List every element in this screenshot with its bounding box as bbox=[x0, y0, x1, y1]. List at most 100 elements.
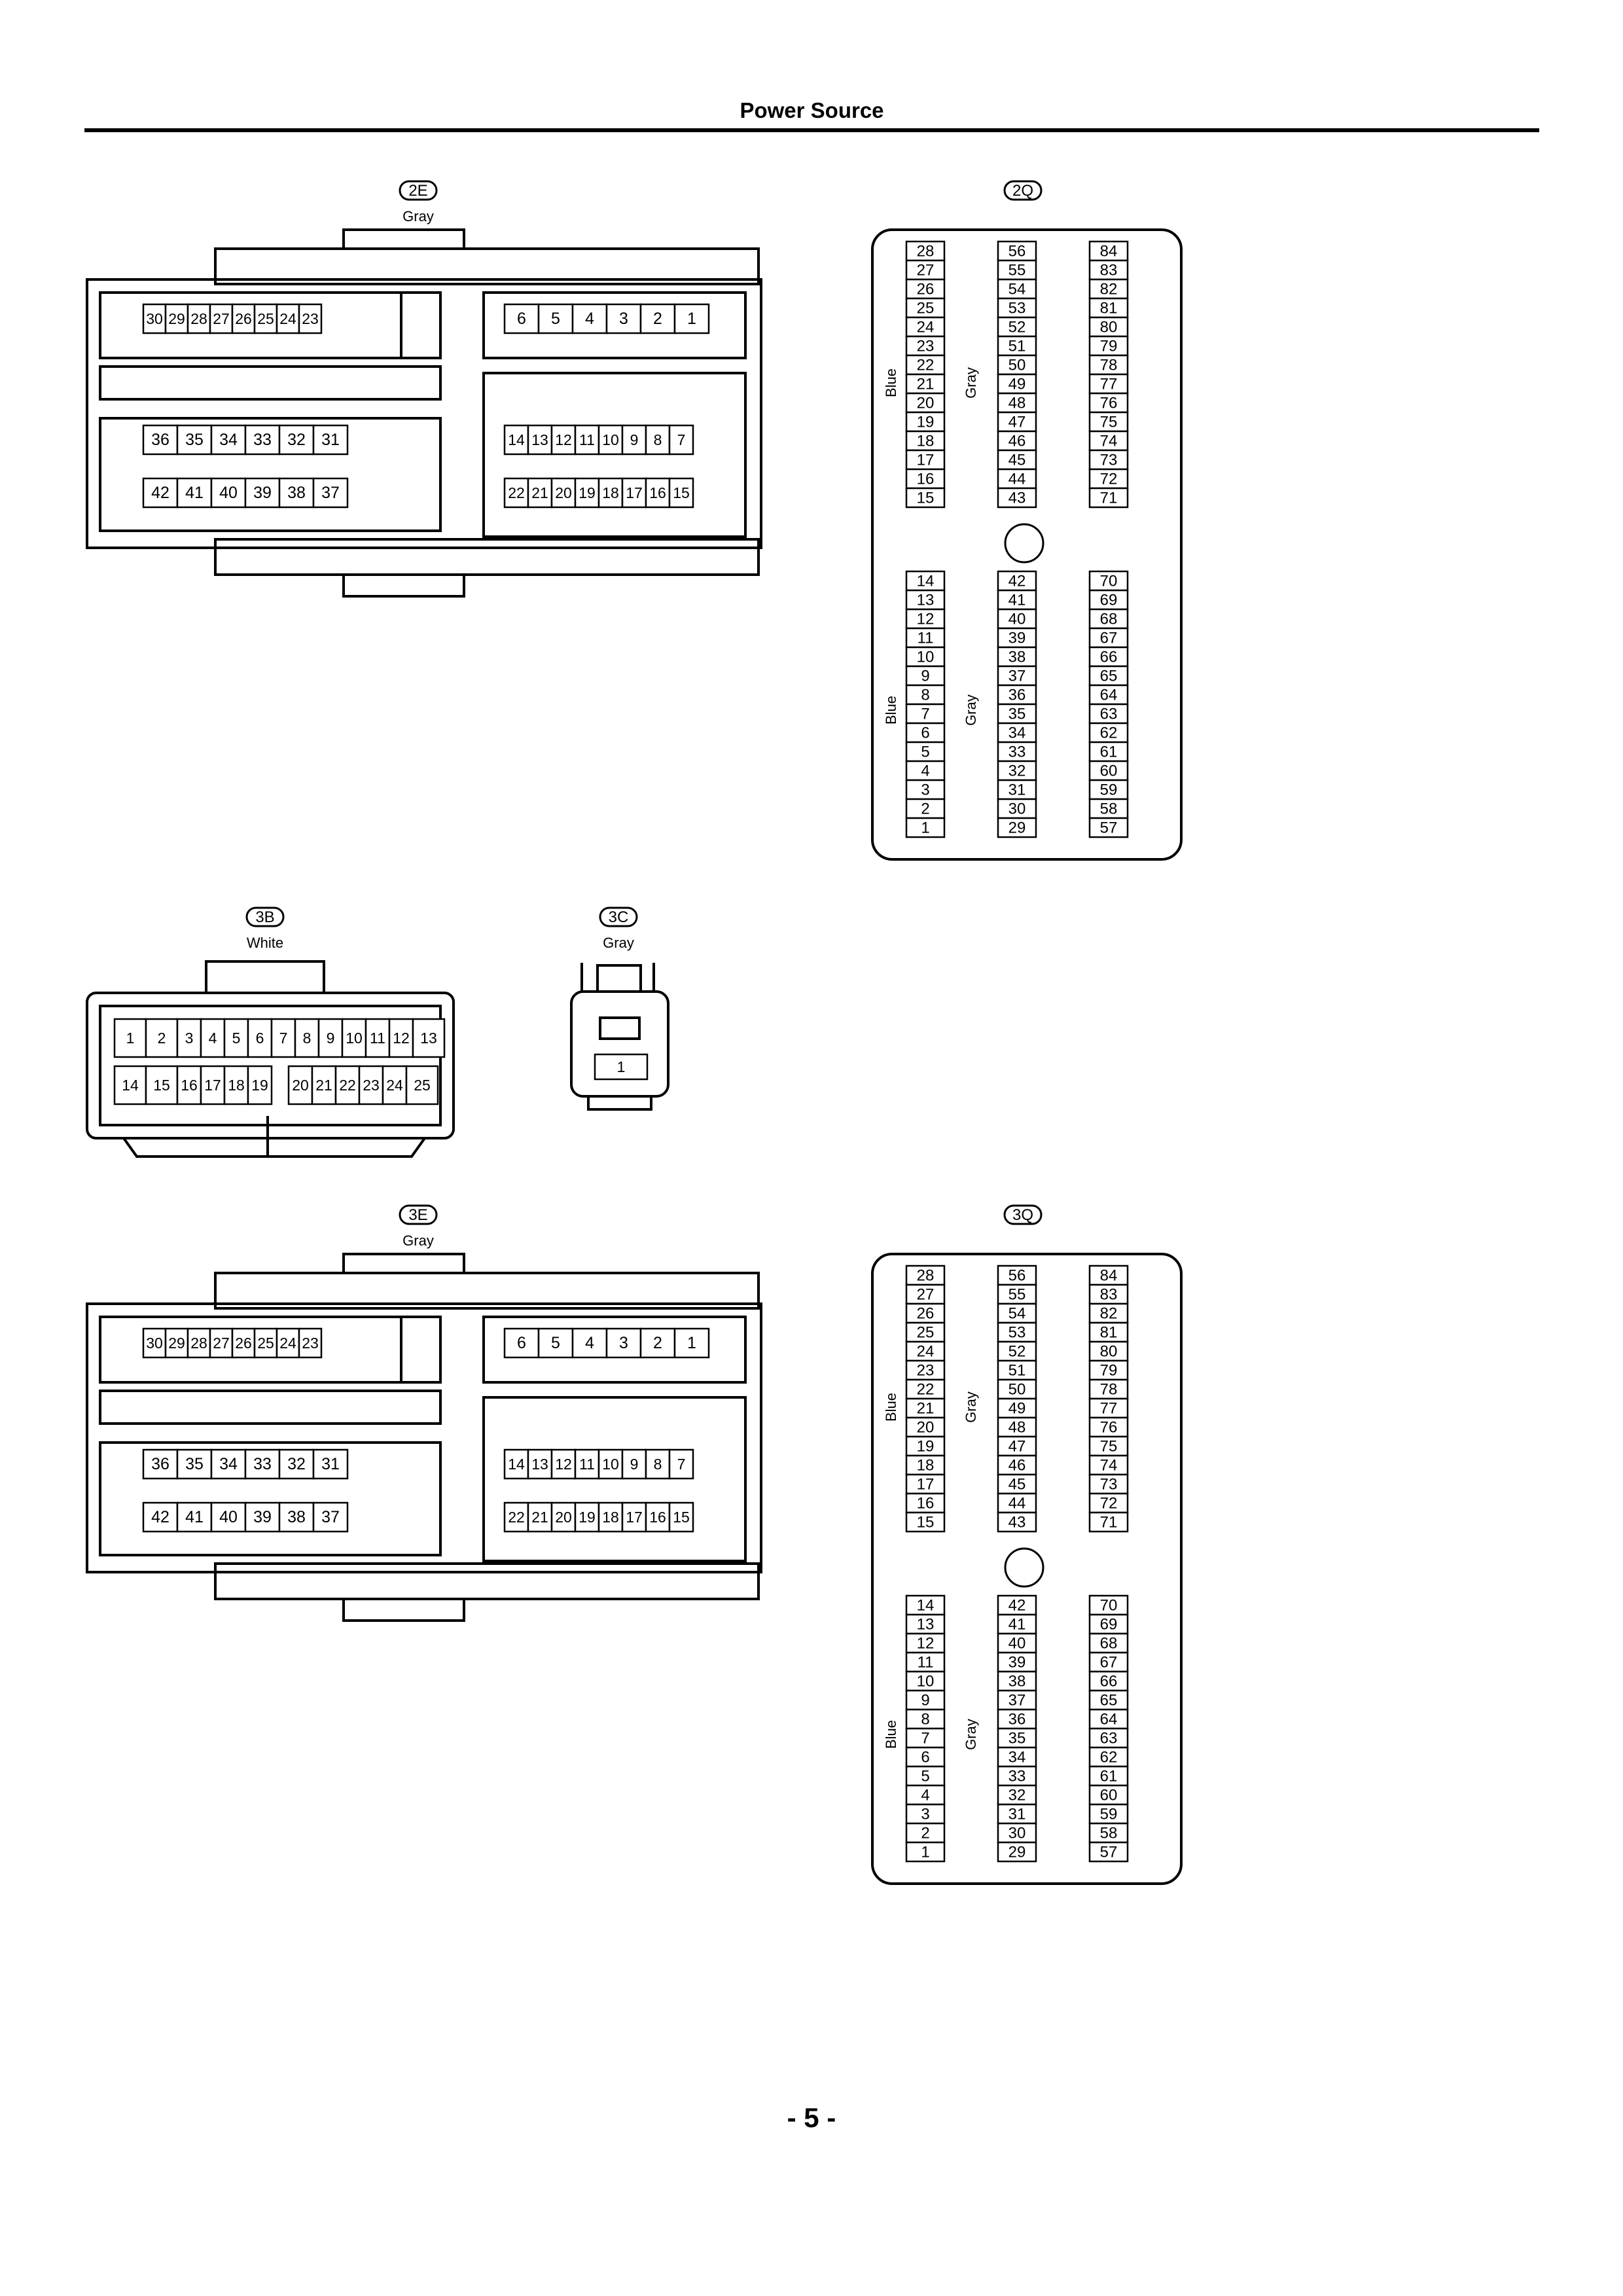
pin-number: 30 bbox=[1008, 1825, 1026, 1842]
pin-cavity bbox=[997, 316, 1037, 338]
pin-number: 36 bbox=[1008, 1711, 1026, 1729]
side-label: Gray bbox=[963, 1391, 979, 1423]
pin-number: 59 bbox=[1100, 781, 1118, 799]
pin-number: 41 bbox=[1008, 1616, 1026, 1634]
pin-number: 18 bbox=[228, 1077, 245, 1094]
pin-number: 83 bbox=[1100, 1286, 1118, 1304]
pin-number: 66 bbox=[1100, 1673, 1118, 1691]
inner-frame bbox=[99, 1005, 442, 1126]
pin-number: 18 bbox=[602, 484, 619, 501]
pin-number: 14 bbox=[508, 1456, 525, 1473]
pin-number: 28 bbox=[917, 243, 935, 260]
pin-cavity bbox=[1088, 1651, 1129, 1673]
pin-number: 40 bbox=[219, 1508, 238, 1526]
pin-number: 22 bbox=[508, 484, 525, 501]
pin-number: 23 bbox=[302, 1335, 319, 1352]
pin-cavity bbox=[1088, 1265, 1129, 1286]
pin-cavity bbox=[142, 1448, 179, 1480]
sub-block bbox=[482, 291, 747, 359]
top-rail bbox=[214, 247, 760, 285]
pin-number: 5 bbox=[921, 1768, 929, 1785]
pin-cavity bbox=[1088, 684, 1129, 706]
pin-number: 6 bbox=[517, 1334, 526, 1352]
pin-number: 25 bbox=[917, 1324, 935, 1342]
pin-number: 11 bbox=[370, 1030, 385, 1047]
pin-cavity bbox=[1088, 741, 1129, 762]
connector-body bbox=[871, 1253, 1183, 1885]
divider-slot bbox=[99, 1390, 442, 1425]
pin-number: 22 bbox=[917, 1381, 935, 1399]
pin-number: 14 bbox=[917, 573, 935, 590]
pin-number: 62 bbox=[1100, 1749, 1118, 1767]
pin-number: 8 bbox=[654, 1456, 662, 1473]
pin-number: 65 bbox=[1100, 668, 1118, 685]
pin-number: 57 bbox=[1100, 1844, 1118, 1861]
cavity-grid: 1 bbox=[594, 1053, 649, 1081]
pin-cavity bbox=[503, 1327, 540, 1359]
pin-number: 3 bbox=[921, 1806, 929, 1823]
pin-cavity bbox=[905, 449, 946, 471]
pin-number: 32 bbox=[287, 431, 306, 449]
pin-cavity bbox=[997, 703, 1037, 725]
pin-cavity bbox=[571, 303, 608, 334]
connector-3C-drawing: 3C Gray 1 bbox=[570, 906, 669, 1111]
pin-number: 42 bbox=[151, 1508, 169, 1526]
pin-cavity bbox=[231, 303, 256, 334]
pin-number: 76 bbox=[1100, 1419, 1118, 1437]
pin-cavity bbox=[270, 1018, 296, 1058]
pin-number: 61 bbox=[1100, 744, 1118, 761]
pin-number: 26 bbox=[235, 310, 252, 327]
pin-number: 21 bbox=[531, 1509, 548, 1526]
pin-cavity bbox=[200, 1065, 226, 1105]
pin-cavity bbox=[905, 430, 946, 452]
pin-number: 1 bbox=[921, 1844, 929, 1861]
pin-cavity bbox=[905, 1473, 946, 1495]
pin-number: 5 bbox=[232, 1030, 241, 1047]
pin-number: 13 bbox=[420, 1030, 437, 1047]
pin-cavity bbox=[1088, 1822, 1129, 1844]
pin-number: 56 bbox=[1008, 1267, 1026, 1285]
connector-id: 2Q bbox=[1012, 182, 1033, 200]
pin-cavity bbox=[312, 1448, 349, 1480]
connector-color-label: Gray bbox=[603, 935, 634, 951]
pin-cavity bbox=[905, 316, 946, 338]
connector-body bbox=[86, 1302, 762, 1573]
pin-number: 2 bbox=[921, 1825, 929, 1842]
pin-cavity bbox=[142, 1501, 179, 1533]
pin-number: 17 bbox=[917, 1476, 935, 1494]
side-label: Gray bbox=[963, 694, 979, 726]
pin-cavity bbox=[1088, 1594, 1129, 1616]
page-header: Power Source bbox=[84, 98, 1539, 132]
pin-cavity bbox=[997, 373, 1037, 395]
pin-number: 61 bbox=[1100, 1768, 1118, 1785]
pin-number: 32 bbox=[287, 1455, 306, 1473]
pin-cavity bbox=[905, 1822, 946, 1844]
connector-body bbox=[871, 228, 1183, 861]
pin-number: 25 bbox=[257, 1335, 274, 1352]
pin-number: 45 bbox=[1008, 452, 1026, 469]
pin-number: 35 bbox=[185, 431, 204, 449]
pin-number: 25 bbox=[917, 300, 935, 317]
pin-number: 4 bbox=[585, 1334, 594, 1352]
pin-cavity bbox=[639, 1327, 676, 1359]
pin-number: 24 bbox=[917, 1343, 935, 1361]
pin-cavity bbox=[1088, 1511, 1129, 1533]
pin-number: 2 bbox=[653, 310, 662, 328]
pin-cavity bbox=[605, 1327, 642, 1359]
pin-number: 79 bbox=[1100, 338, 1118, 355]
pin-cavity bbox=[1088, 1708, 1129, 1730]
pin-number: 57 bbox=[1100, 819, 1118, 837]
pin-number: 74 bbox=[1100, 1457, 1118, 1475]
cavity-columns: 2827262524232221201918171615565554535251… bbox=[905, 1265, 1129, 1863]
top-latch bbox=[205, 960, 325, 994]
pin-number: 82 bbox=[1100, 281, 1118, 298]
pin-number: 47 bbox=[1008, 414, 1026, 431]
pin-cavity bbox=[187, 1327, 211, 1359]
pin-cavity bbox=[621, 424, 647, 456]
connector-color-label: Gray bbox=[402, 1232, 434, 1249]
pin-cavity bbox=[905, 259, 946, 281]
pin-number: 14 bbox=[122, 1077, 139, 1094]
pin-number: 39 bbox=[1008, 1654, 1026, 1672]
